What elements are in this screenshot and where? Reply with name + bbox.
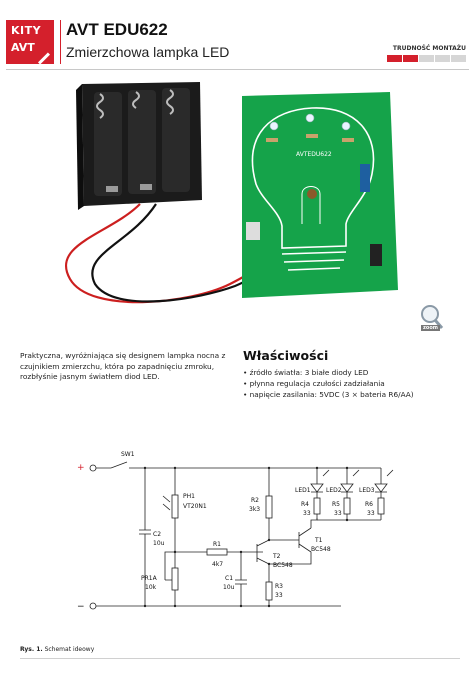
page-subtitle: Zmierzchowa lampka LED bbox=[66, 44, 230, 60]
difficulty-segment bbox=[435, 55, 450, 62]
properties-title: Właściwości bbox=[243, 348, 329, 363]
zoom-label: zoom bbox=[421, 325, 440, 331]
label-sw1: SW1 bbox=[121, 451, 135, 458]
label-pr1a: PR1A bbox=[141, 575, 158, 582]
label-led2: LED2 bbox=[326, 487, 342, 494]
difficulty-meter bbox=[387, 55, 466, 62]
label-ph1-type: VT20N1 bbox=[183, 503, 207, 510]
logo-line-1: KITY bbox=[11, 24, 42, 37]
difficulty-segment bbox=[387, 55, 402, 62]
difficulty-segment bbox=[451, 55, 466, 62]
label-c1-val: 10u bbox=[223, 584, 235, 591]
label-r1-val: 4k7 bbox=[212, 561, 223, 568]
battery-holder bbox=[76, 82, 202, 210]
header-rule bbox=[6, 69, 469, 70]
property-item: płynna regulacja czułości zadziałania bbox=[243, 378, 414, 389]
schematic-diagram: + − SW1 PH1 VT20N1 C2 10u PR1A 10k R1 4k… bbox=[77, 451, 394, 612]
caption-text: Schemat ideowy bbox=[44, 646, 95, 653]
minus-terminal: − bbox=[77, 602, 85, 612]
label-r1: R1 bbox=[213, 541, 221, 548]
caption-label: Rys. 1. bbox=[20, 646, 43, 653]
label-r5-val: 33 bbox=[334, 510, 342, 517]
label-r3: R3 bbox=[275, 583, 283, 590]
label-r2: R2 bbox=[251, 497, 259, 504]
header-divider bbox=[60, 20, 61, 64]
pcb-label: AVTEDU622 bbox=[296, 151, 332, 158]
logo-line-2: AVT bbox=[11, 41, 35, 54]
difficulty-segment bbox=[419, 55, 434, 62]
product-description: Praktyczna, wyróżniająca się designem la… bbox=[20, 351, 226, 382]
plus-terminal: + bbox=[77, 463, 85, 473]
label-r2-val: 3k3 bbox=[249, 506, 260, 513]
difficulty-label: TRUDNOŚĆ MONTAŻU bbox=[392, 45, 466, 52]
label-r4: R4 bbox=[301, 501, 309, 508]
wire-red bbox=[65, 203, 267, 304]
label-t1-type: BC548 bbox=[311, 546, 331, 553]
label-r4-val: 33 bbox=[303, 510, 311, 517]
label-r5: R5 bbox=[332, 501, 340, 508]
label-c2-val: 10u bbox=[153, 540, 165, 547]
page-title: AVT EDU622 bbox=[66, 20, 168, 39]
figure-caption: Rys. 1. Schemat ideowy bbox=[20, 646, 94, 653]
screwdriver-icon bbox=[37, 52, 51, 65]
properties-list: źródło światła: 3 białe diody LED płynna… bbox=[243, 367, 414, 401]
kity-avt-logo: KITY AVT bbox=[6, 20, 54, 65]
product-photo: AVTEDU622 bbox=[65, 82, 444, 329]
label-r6-val: 33 bbox=[367, 510, 375, 517]
label-t2: T2 bbox=[272, 553, 281, 560]
label-t1: T1 bbox=[314, 537, 323, 544]
label-r3-val: 33 bbox=[275, 592, 283, 599]
property-item: napięcie zasilania: 5VDC (3 × bateria R6… bbox=[243, 389, 414, 400]
label-t2-type: BC548 bbox=[273, 562, 293, 569]
wire-black bbox=[91, 203, 267, 303]
label-ph1: PH1 bbox=[183, 493, 195, 500]
difficulty-segment bbox=[403, 55, 418, 62]
property-item: źródło światła: 3 białe diody LED bbox=[243, 367, 414, 378]
zoom-badge bbox=[421, 305, 444, 329]
label-r6: R6 bbox=[365, 501, 373, 508]
footer-rule bbox=[20, 658, 460, 659]
label-c2: C2 bbox=[153, 531, 161, 538]
pcb-board: AVTEDU622 bbox=[242, 92, 398, 298]
label-led1: LED1 bbox=[295, 487, 311, 494]
label-c1: C1 bbox=[225, 575, 233, 582]
label-pr1-val: 10k bbox=[145, 584, 157, 591]
label-led3: LED3 bbox=[359, 487, 375, 494]
